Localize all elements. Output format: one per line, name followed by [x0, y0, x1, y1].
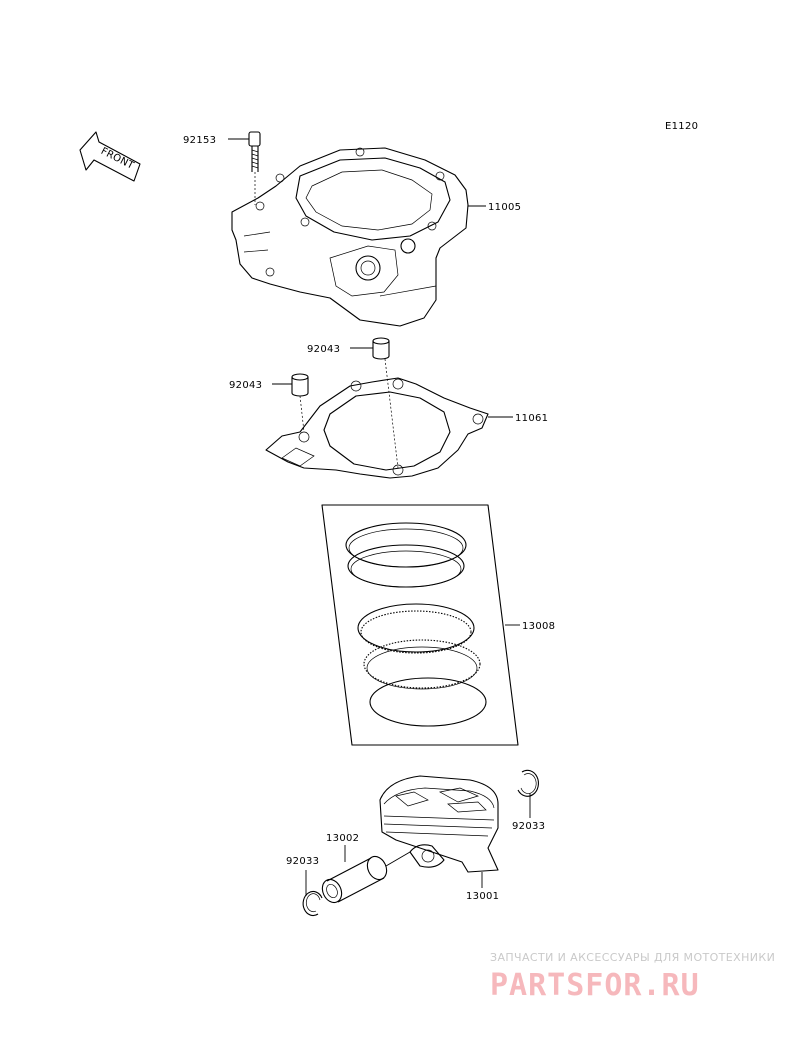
label-pin[interactable]: 13002	[326, 833, 359, 844]
label-circlip-right[interactable]: 92033	[512, 821, 545, 832]
gasket-part[interactable]	[265, 377, 489, 479]
front-label: FRONT	[99, 146, 136, 172]
watermark-subtitle: ЗАПЧАСТИ И АКСЕССУАРЫ ДЛЯ МОТОТЕХНИКИ	[490, 951, 775, 964]
diagram-code: E1120	[665, 121, 698, 132]
watermark: ЗАПЧАСТИ И АКСЕССУАРЫ ДЛЯ МОТОТЕХНИКИ PA…	[490, 951, 775, 1003]
label-ring-set[interactable]: 13008	[522, 621, 555, 632]
label-dowel-lower[interactable]: 92043	[229, 380, 262, 391]
circlip-right-part[interactable]	[517, 769, 539, 797]
piston-pin-part[interactable]	[319, 851, 411, 906]
label-circlip-left[interactable]: 92033	[286, 856, 319, 867]
piston-part[interactable]	[379, 775, 499, 873]
dowel-pin-upper-part[interactable]	[372, 337, 399, 469]
label-bolt[interactable]: 92153	[183, 135, 216, 146]
label-dowel-upper[interactable]: 92043	[307, 344, 340, 355]
cylinder-part[interactable]	[231, 147, 469, 327]
piston-ring-set-part[interactable]	[321, 504, 519, 746]
dowel-pin-lower-part[interactable]	[291, 373, 309, 433]
label-cylinder[interactable]: 11005	[488, 202, 521, 213]
label-piston[interactable]: 13001	[466, 891, 499, 902]
watermark-brand: PARTSFOR.RU	[490, 968, 700, 1003]
label-gasket[interactable]: 11061	[515, 413, 548, 424]
circlip-left-part[interactable]	[302, 891, 323, 917]
front-arrow-icon: FRONT	[79, 131, 141, 182]
bolt-part[interactable]	[248, 131, 261, 205]
